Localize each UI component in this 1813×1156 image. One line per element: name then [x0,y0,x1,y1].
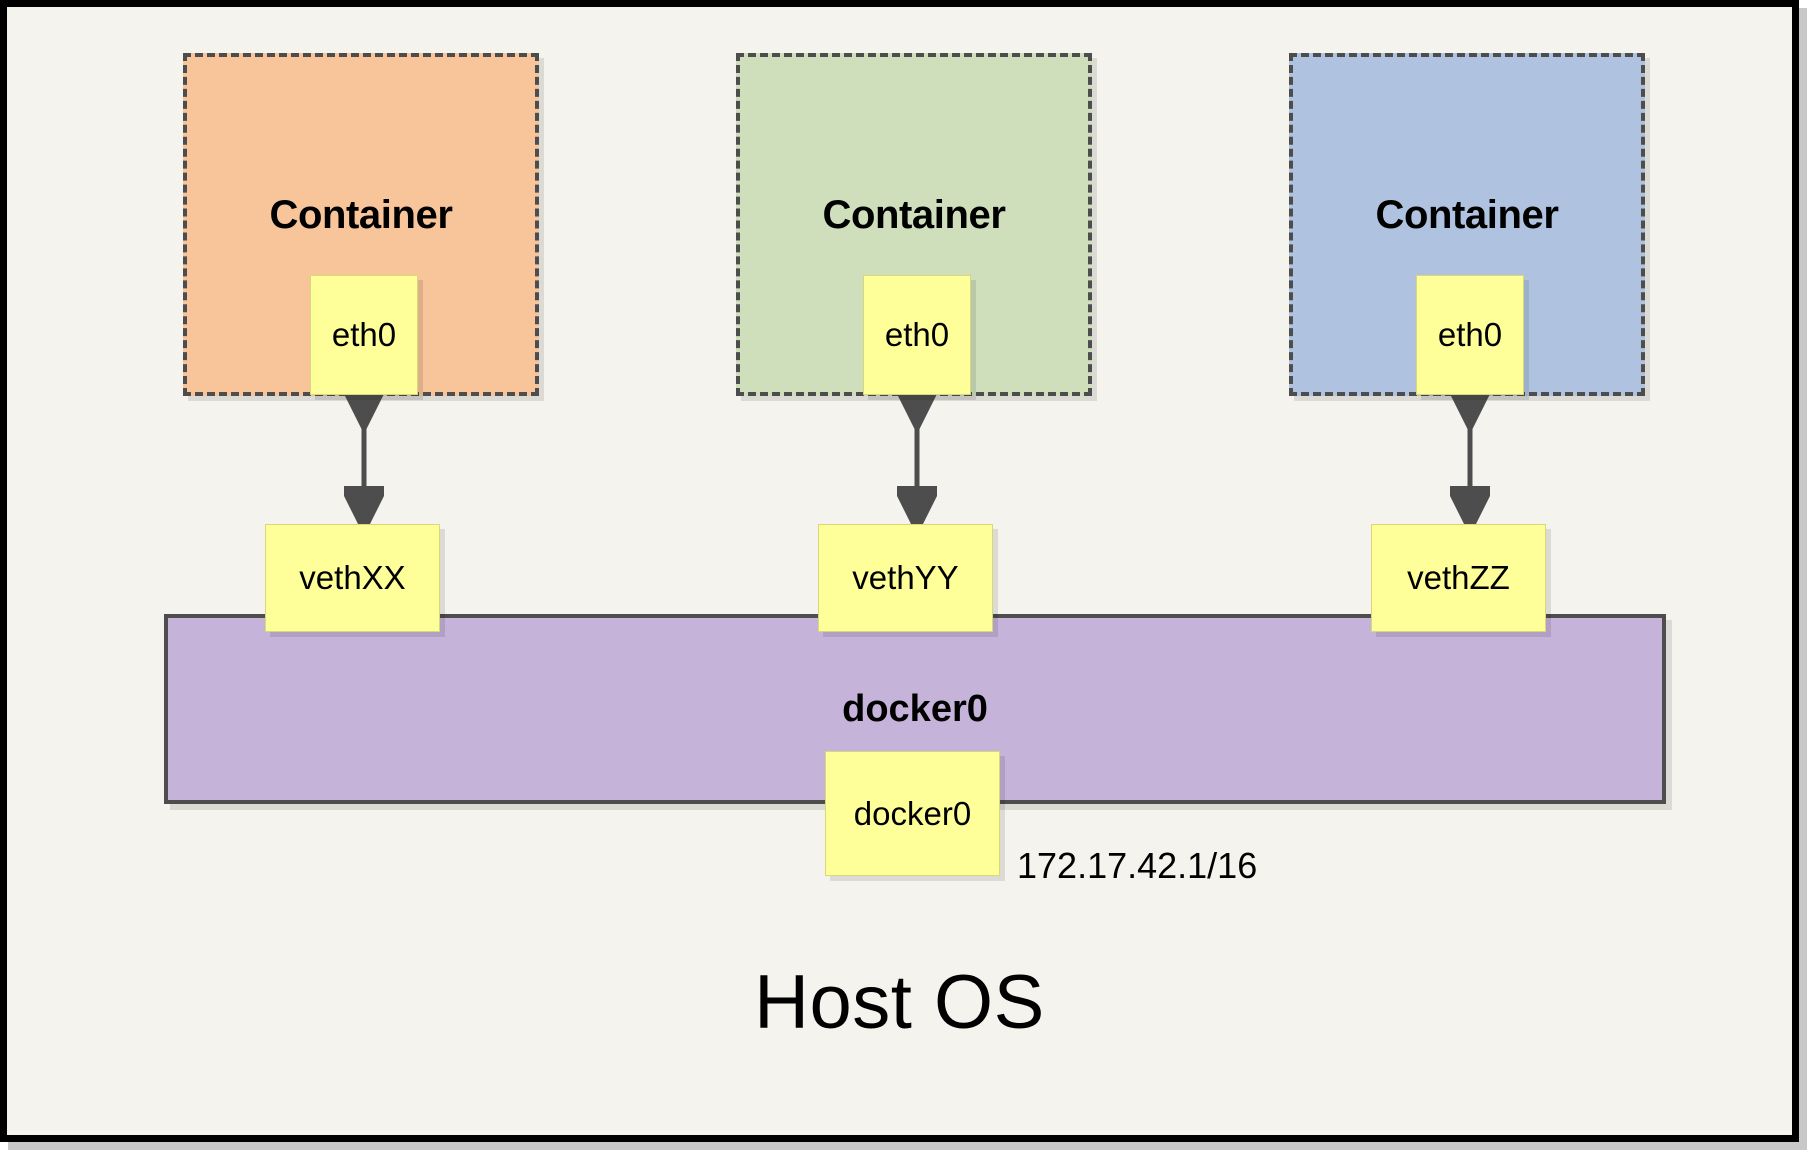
container-title-2: Container [822,193,1006,237]
veth-box-1: vethXX [265,524,440,632]
container-title-3: Container [1375,193,1559,237]
veth-link-arrow-2 [892,384,942,536]
container-title-1: Container [269,193,453,237]
veth-box-2: vethYY [818,524,993,632]
veth-box-3: vethZZ [1371,524,1546,632]
container-eth0-box-3: eth0 [1416,275,1524,395]
docker0-interface-box: docker0 [825,751,1000,876]
docker0-ip-label: 172.17.42.1/16 [1017,845,1258,886]
container-eth0-box-2: eth0 [863,275,971,395]
veth-link-arrow-3 [1445,384,1495,536]
host-os-label: Host OS [754,960,1045,1045]
docker0-bridge-label: docker0 [842,688,988,730]
container-eth0-box-1: eth0 [310,275,418,395]
veth-link-arrow-1 [339,384,389,536]
